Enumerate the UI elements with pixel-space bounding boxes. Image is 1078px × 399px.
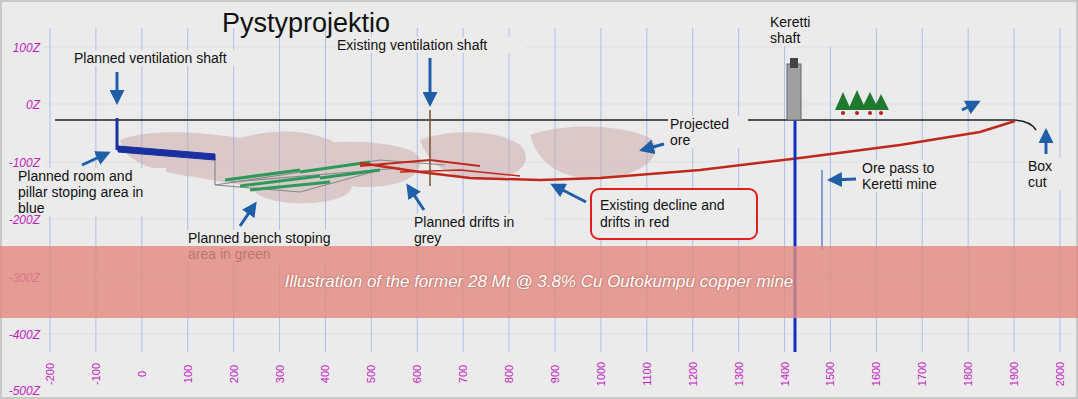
illustration-band: Illustration of the former 28 Mt @ 3.8% …	[0, 246, 1078, 318]
trees	[835, 90, 889, 115]
distance-label: 900	[547, 363, 563, 385]
elevation-label: 0Z	[2, 97, 42, 113]
node-text: Existing decline and drifts in red	[600, 197, 748, 231]
distance-label: -200	[42, 361, 58, 387]
distance-label: 0	[134, 369, 150, 379]
elevation-label: -200Z	[2, 212, 42, 228]
callout-label: Keretti shaft	[768, 14, 832, 46]
callout-label: Projected ore	[668, 116, 748, 148]
distance-label: 800	[501, 363, 517, 385]
distance-label: 1300	[731, 360, 747, 388]
distance-label: 200	[226, 363, 242, 385]
existing-ventilation-shaft	[429, 110, 431, 186]
distance-label: 1600	[868, 360, 884, 388]
room-and-pillar-area	[118, 146, 215, 160]
distance-label: 400	[317, 363, 333, 385]
distance-label: 600	[409, 363, 425, 385]
callout-arrows	[82, 58, 1046, 226]
elevation-label: -400Z	[2, 327, 42, 343]
distance-label: 1700	[914, 360, 930, 388]
grid-line	[44, 104, 1074, 105]
distance-label: 1900	[1006, 360, 1022, 388]
callout-label: Planned room and pillar stoping area in …	[16, 168, 166, 216]
elevation-label: -100Z	[2, 155, 42, 171]
distance-label: -100	[88, 361, 104, 387]
grid-line	[44, 47, 1074, 48]
distance-label: 700	[455, 363, 471, 385]
planned-ventilation-shaft	[116, 118, 119, 150]
callout-label: Planned drifts in grey	[412, 214, 542, 246]
distance-label: 1000	[593, 360, 609, 388]
ore-pass	[821, 170, 822, 250]
distance-label: 1500	[822, 360, 838, 388]
elevation-label: 100Z	[2, 40, 42, 56]
callout-box: Existing decline and drifts in red	[590, 188, 758, 240]
headframe	[787, 64, 801, 120]
distance-label: 1100	[639, 360, 655, 388]
distance-label: 1200	[685, 360, 701, 388]
grid-line	[44, 334, 1074, 335]
title: Pystyprojektio	[222, 8, 390, 39]
callout-label: Planned ventilation shaft	[72, 50, 262, 66]
distance-label: 100	[180, 363, 196, 385]
callout-label: Ore pass to Keretti mine	[860, 160, 965, 192]
elevation-label: -500Z	[2, 383, 42, 399]
ground-surface	[55, 120, 1036, 130]
distance-label: 1800	[960, 360, 976, 388]
callout-label: Box cut	[1026, 158, 1074, 190]
callout-label: Existing ventilation shaft	[335, 37, 525, 53]
bench-stoping	[225, 162, 380, 190]
planned-drifts	[215, 158, 445, 192]
distance-label: 500	[363, 363, 379, 385]
grid-line	[44, 219, 1074, 220]
distance-label: 300	[272, 363, 288, 385]
node-text: Illustration of the former 28 Mt @ 3.8% …	[285, 272, 794, 292]
headframe-top	[790, 58, 798, 68]
distance-label: 2000	[1052, 360, 1068, 388]
projected-ore	[120, 127, 656, 204]
distance-label: 1400	[777, 360, 793, 388]
